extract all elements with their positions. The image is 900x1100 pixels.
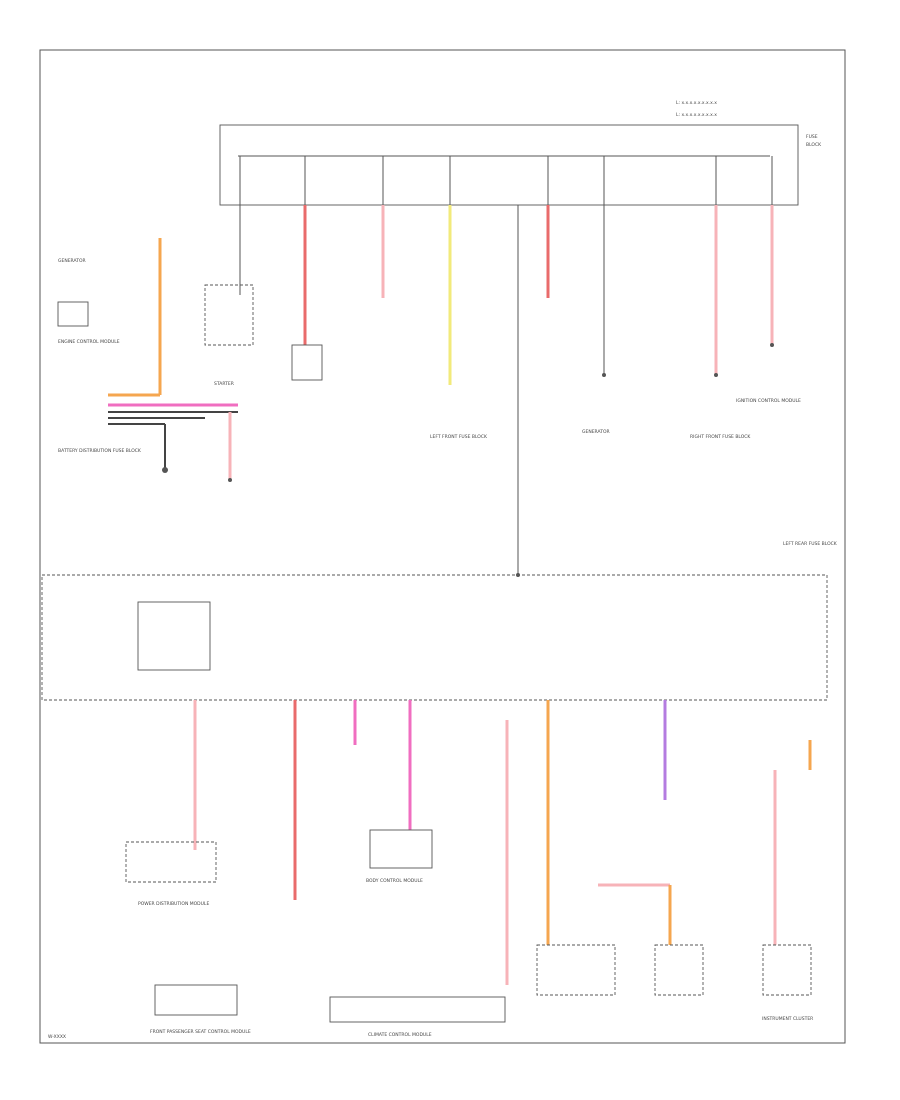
lower-fuse-block: [41, 574, 828, 701]
climate-label: CLIMATE CONTROL MODULE: [368, 1032, 432, 1038]
power-distribution-box: [125, 841, 217, 883]
left-front-fuse-label: LEFT FRONT FUSE BLOCK: [430, 434, 488, 440]
power-distribution-label: POWER DISTRIBUTION MODULE: [138, 901, 209, 907]
diagram-border: [39, 49, 846, 1044]
right-front-fuse-label: RIGHT FRONT FUSE BLOCK: [690, 434, 751, 440]
body-control-box: [369, 829, 433, 869]
climate-box: [329, 996, 506, 1023]
starter-label: STARTER: [214, 381, 234, 387]
lower-right-box-2: [654, 944, 704, 996]
upper-fuse-block-label: FUSE: [806, 134, 818, 140]
page-id: W-XXXX: [48, 1034, 66, 1040]
lower-relay-box: [137, 601, 211, 671]
upper-fuses: [239, 156, 773, 205]
lower-right-box-1: [536, 944, 616, 996]
left-rear-fuse-label: LEFT REAR FUSE BLOCK: [783, 541, 838, 547]
legend-line-2: L: x.x.x.x.x.x.x.x.x: [676, 112, 717, 118]
engine-control-label: ENGINE CONTROL MODULE: [58, 339, 120, 345]
battery-block-label: BATTERY DISTRIBUTION FUSE BLOCK: [58, 448, 142, 454]
upper-fuse-block-label-2: BLOCK: [806, 142, 822, 148]
engine-control-module-box: [57, 301, 89, 327]
instrument-label: INSTRUMENT CLUSTER: [762, 1016, 813, 1022]
front-passenger-box: [154, 984, 238, 1016]
generator-label-top: GENERATOR: [58, 258, 86, 264]
ignition-control-label: IGNITION CONTROL MODULE: [736, 398, 801, 404]
upper-component-1: [291, 344, 323, 381]
front-passenger-label: FRONT PASSENGER SEAT CONTROL MODULE: [150, 1029, 251, 1035]
legend-line-1: L: x.x.x.x.x.x.x.x.x: [676, 100, 717, 106]
ground-symbols: [162, 343, 774, 577]
body-control-label: BODY CONTROL MODULE: [366, 878, 423, 884]
instrument-box: [762, 944, 812, 996]
generator-label-mid: GENERATOR: [582, 429, 610, 435]
upper-fuse-block: [219, 124, 799, 206]
starter-dash-box: [204, 284, 254, 346]
